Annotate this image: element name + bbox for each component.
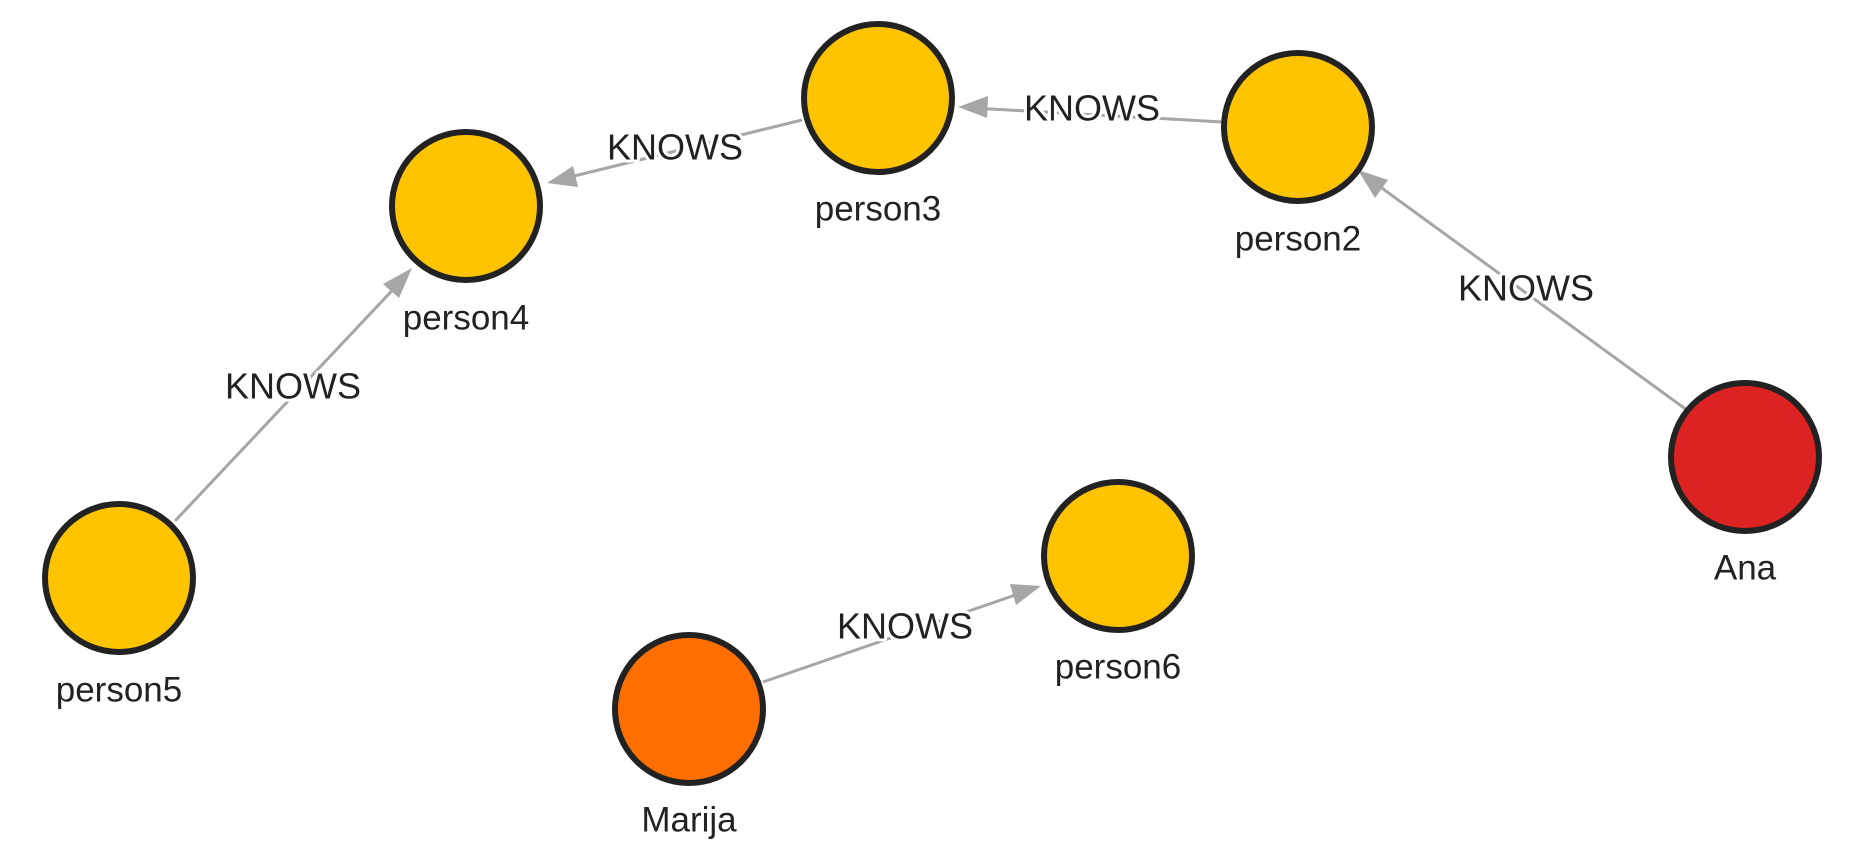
edge-line xyxy=(762,589,1028,684)
arrow-head-icon xyxy=(1010,584,1041,605)
edge-marija-person6[interactable]: KNOWS xyxy=(762,584,1041,684)
node-label: person5 xyxy=(56,670,182,709)
edges-layer: KNOWS KNOWS KNOWS KNOWS KNOWS xyxy=(173,85,1692,684)
node-person6[interactable]: person6 xyxy=(1041,479,1195,686)
node-person4[interactable]: person4 xyxy=(389,129,543,337)
node-person2[interactable]: person2 xyxy=(1221,50,1375,258)
node-circle xyxy=(42,501,196,655)
edge-ana-person2[interactable]: KNOWS xyxy=(1358,170,1692,415)
node-label: Marija xyxy=(641,800,737,839)
edge-label: KNOWS xyxy=(1024,88,1160,129)
arrow-head-icon xyxy=(1358,170,1388,198)
node-label: person4 xyxy=(403,298,529,337)
edge-line xyxy=(173,278,404,523)
nodes-layer: person2 person3 person4 person5 person6 … xyxy=(42,21,1822,839)
node-label: person6 xyxy=(1055,647,1181,686)
node-circle xyxy=(389,129,543,283)
node-marija[interactable]: Marija xyxy=(612,632,766,839)
node-circle xyxy=(612,632,766,786)
edge-line xyxy=(1367,176,1692,415)
node-circle xyxy=(801,21,955,175)
arrow-head-icon xyxy=(383,268,412,298)
node-circle xyxy=(1041,479,1195,633)
node-label: person3 xyxy=(815,189,941,228)
node-circle xyxy=(1221,50,1375,204)
edge-label: KNOWS xyxy=(1458,268,1594,309)
edge-label: KNOWS xyxy=(225,366,361,407)
arrow-head-icon xyxy=(958,96,988,118)
node-label: Ana xyxy=(1714,548,1777,587)
edge-person5-person4[interactable]: KNOWS xyxy=(173,268,412,523)
node-label: person2 xyxy=(1235,219,1361,258)
edge-person2-person3[interactable]: KNOWS xyxy=(958,85,1224,132)
edge-label: KNOWS xyxy=(837,606,973,647)
edge-person3-person4[interactable]: KNOWS xyxy=(547,118,803,187)
node-circle xyxy=(1668,380,1822,534)
edge-label: KNOWS xyxy=(607,127,743,168)
node-ana[interactable]: Ana xyxy=(1668,380,1822,587)
edge-line xyxy=(972,106,1224,124)
edge-line xyxy=(561,118,803,181)
node-person3[interactable]: person3 xyxy=(801,21,955,228)
arrow-head-icon xyxy=(547,166,578,187)
node-person5[interactable]: person5 xyxy=(42,501,196,709)
